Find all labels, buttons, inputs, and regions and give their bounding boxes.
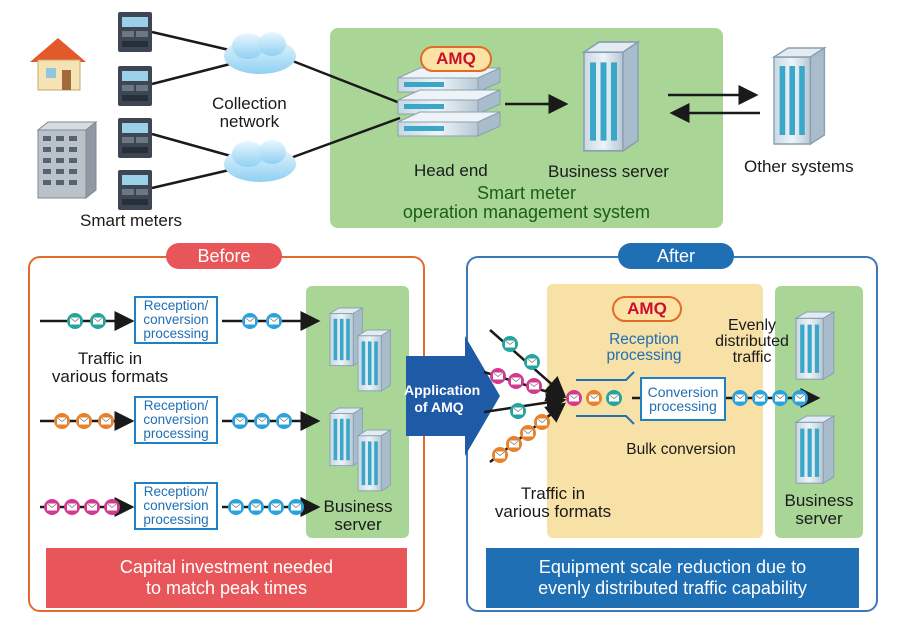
other-systems-server-icon	[773, 47, 826, 145]
processing-box: Reception/ conversion processing	[134, 482, 218, 530]
envelope-icon	[501, 335, 541, 371]
envelope-icon	[231, 412, 293, 430]
head-end-server-icon	[397, 67, 501, 137]
application-of-amq-label: Application of AMQ	[404, 382, 481, 415]
smart-meters-label: Smart meters	[80, 211, 183, 230]
evenly-distributed-label: Evenly distributed traffic	[715, 317, 789, 366]
conversion-processing-box: Conversion processing	[640, 377, 726, 421]
business-server-icon	[329, 307, 363, 367]
after-traffic-label: Traffic in various formats	[494, 484, 612, 521]
business-server-icon	[357, 429, 391, 492]
business-server-icon	[329, 407, 363, 467]
amq-badge-after: AMQ	[612, 296, 682, 322]
cloud-icon	[224, 140, 296, 182]
before-business-server-label: Business server	[323, 497, 393, 534]
after-label: After	[618, 243, 734, 269]
processing-box: Reception/ conversion processing	[134, 396, 218, 444]
other-systems-label: Other systems	[744, 157, 854, 176]
after-banner: Equipment scale reduction due to evenly …	[486, 548, 859, 608]
business-server-icon	[795, 415, 835, 484]
smart-meter-icon	[118, 12, 152, 52]
business-server-label-top: Business server	[548, 162, 669, 181]
smart-meter-icon	[118, 118, 152, 158]
smart-meter-icon	[118, 170, 152, 210]
cloud-icon	[224, 32, 296, 74]
before-traffic-label: Traffic in various formats	[51, 349, 169, 386]
before-banner: Capital investment needed to match peak …	[46, 548, 407, 608]
business-server-icon	[583, 41, 639, 152]
system-title: Smart meter operation management system	[402, 183, 651, 222]
operation-management-panel	[330, 28, 723, 228]
amq-badge-top: AMQ	[420, 46, 492, 72]
application-arrow	[406, 336, 500, 456]
envelope-icon	[53, 412, 115, 430]
envelope-icon	[565, 389, 623, 407]
envelope-icon	[489, 367, 543, 395]
business-server-icon	[357, 329, 391, 392]
reception-processing-label: Reception processing	[606, 331, 682, 364]
meter-network-lines	[151, 30, 401, 190]
bulk-conversion-label: Bulk conversion	[626, 441, 736, 458]
processing-box: Reception/ conversion processing	[134, 296, 218, 344]
after-business-server-label: Business server	[784, 491, 854, 528]
collection-network-label: Collection network	[212, 94, 287, 131]
before-label: Before	[166, 243, 282, 269]
envelope-icon	[509, 402, 527, 420]
building-icon	[36, 120, 98, 200]
head-end-label: Head end	[414, 161, 488, 180]
house-icon	[30, 38, 86, 91]
business-server-icon	[795, 311, 835, 380]
smart-meter-icon	[118, 66, 152, 106]
